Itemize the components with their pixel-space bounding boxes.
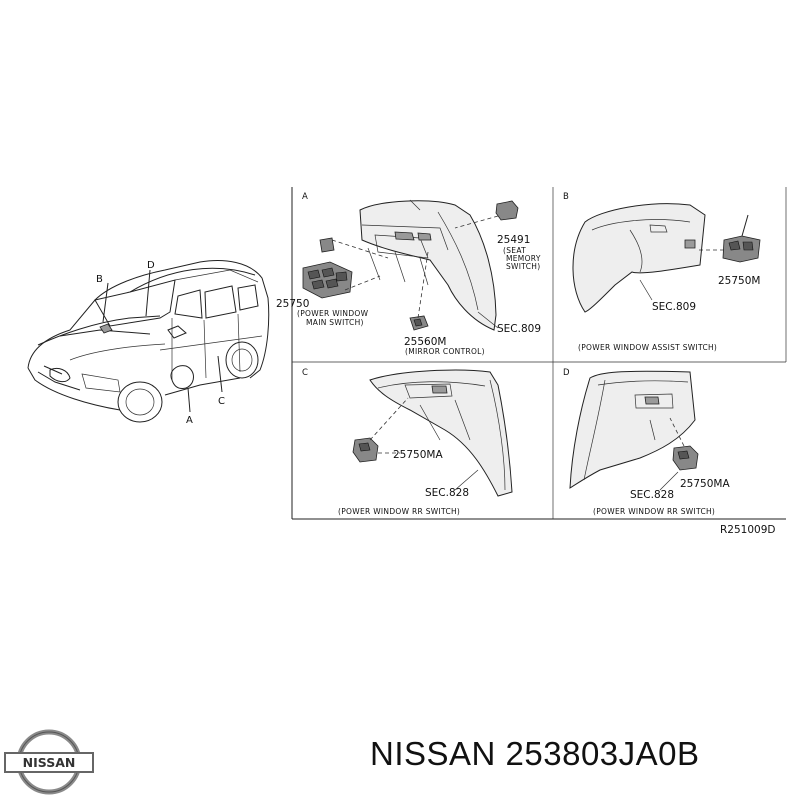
panel-c: C 25750MA SEC.828 (POWER WINDOW RR SWITC… bbox=[302, 368, 513, 516]
panel-frame bbox=[291, 187, 787, 520]
seat-memory-label-3: SWITCH) bbox=[506, 262, 540, 271]
svg-text:NISSAN: NISSAN bbox=[23, 755, 76, 770]
figure-code: R251009D bbox=[720, 524, 775, 536]
panel-a-letter: A bbox=[302, 192, 308, 202]
part-25750: 25750 bbox=[276, 298, 309, 310]
seat-memory-label-2: MEMORY bbox=[506, 254, 541, 263]
part-25750m: 25750M bbox=[718, 275, 760, 287]
caption-rr-switch-d: (POWER WINDOW RR SWITCH) bbox=[593, 507, 715, 516]
callout-c: C bbox=[218, 396, 225, 407]
caption-main-switch-1: (POWER WINDOW bbox=[297, 309, 369, 318]
sec-828-c: SEC.828 bbox=[425, 487, 469, 499]
sec-809-b: SEC.809 bbox=[652, 301, 696, 313]
caption-mirror-control: (MIRROR CONTROL) bbox=[405, 347, 485, 356]
callout-d: D bbox=[147, 260, 155, 271]
part-25491: 25491 bbox=[497, 234, 530, 246]
sec-809-a: SEC.809 bbox=[497, 323, 541, 335]
callout-a: A bbox=[186, 415, 193, 426]
panel-c-letter: C bbox=[302, 368, 308, 378]
vehicle-illustration bbox=[27, 260, 270, 423]
callout-b: B bbox=[96, 274, 103, 285]
seat-memory-label-1: (SEAT bbox=[503, 246, 526, 255]
nissan-logo: NISSAN bbox=[4, 729, 94, 795]
part-25750ma-c: 25750MA bbox=[393, 449, 443, 461]
panel-d-letter: D bbox=[563, 368, 570, 378]
panel-b: B 25750M SEC.809 (POWER WINDOW ASSIST SW… bbox=[563, 192, 760, 352]
panel-a: A 25750 (POWER WINDOW bbox=[276, 192, 541, 356]
panel-d: D 25750MA SEC.828 (POWER WINDOW RR SWITC… bbox=[563, 368, 730, 516]
sec-828-d: SEC.828 bbox=[630, 489, 674, 501]
part-25750ma-d: 25750MA bbox=[680, 478, 730, 490]
footer-part-number: NISSAN 253803JA0B bbox=[370, 735, 700, 772]
caption-rr-switch-c: (POWER WINDOW RR SWITCH) bbox=[338, 507, 460, 516]
main-switch-illustration bbox=[302, 237, 353, 299]
panel-b-letter: B bbox=[563, 192, 569, 202]
caption-assist-switch: (POWER WINDOW ASSIST SWITCH) bbox=[578, 343, 717, 352]
caption-main-switch-2: MAIN SWITCH) bbox=[306, 318, 364, 327]
part-25560m: 25560M bbox=[404, 336, 446, 348]
